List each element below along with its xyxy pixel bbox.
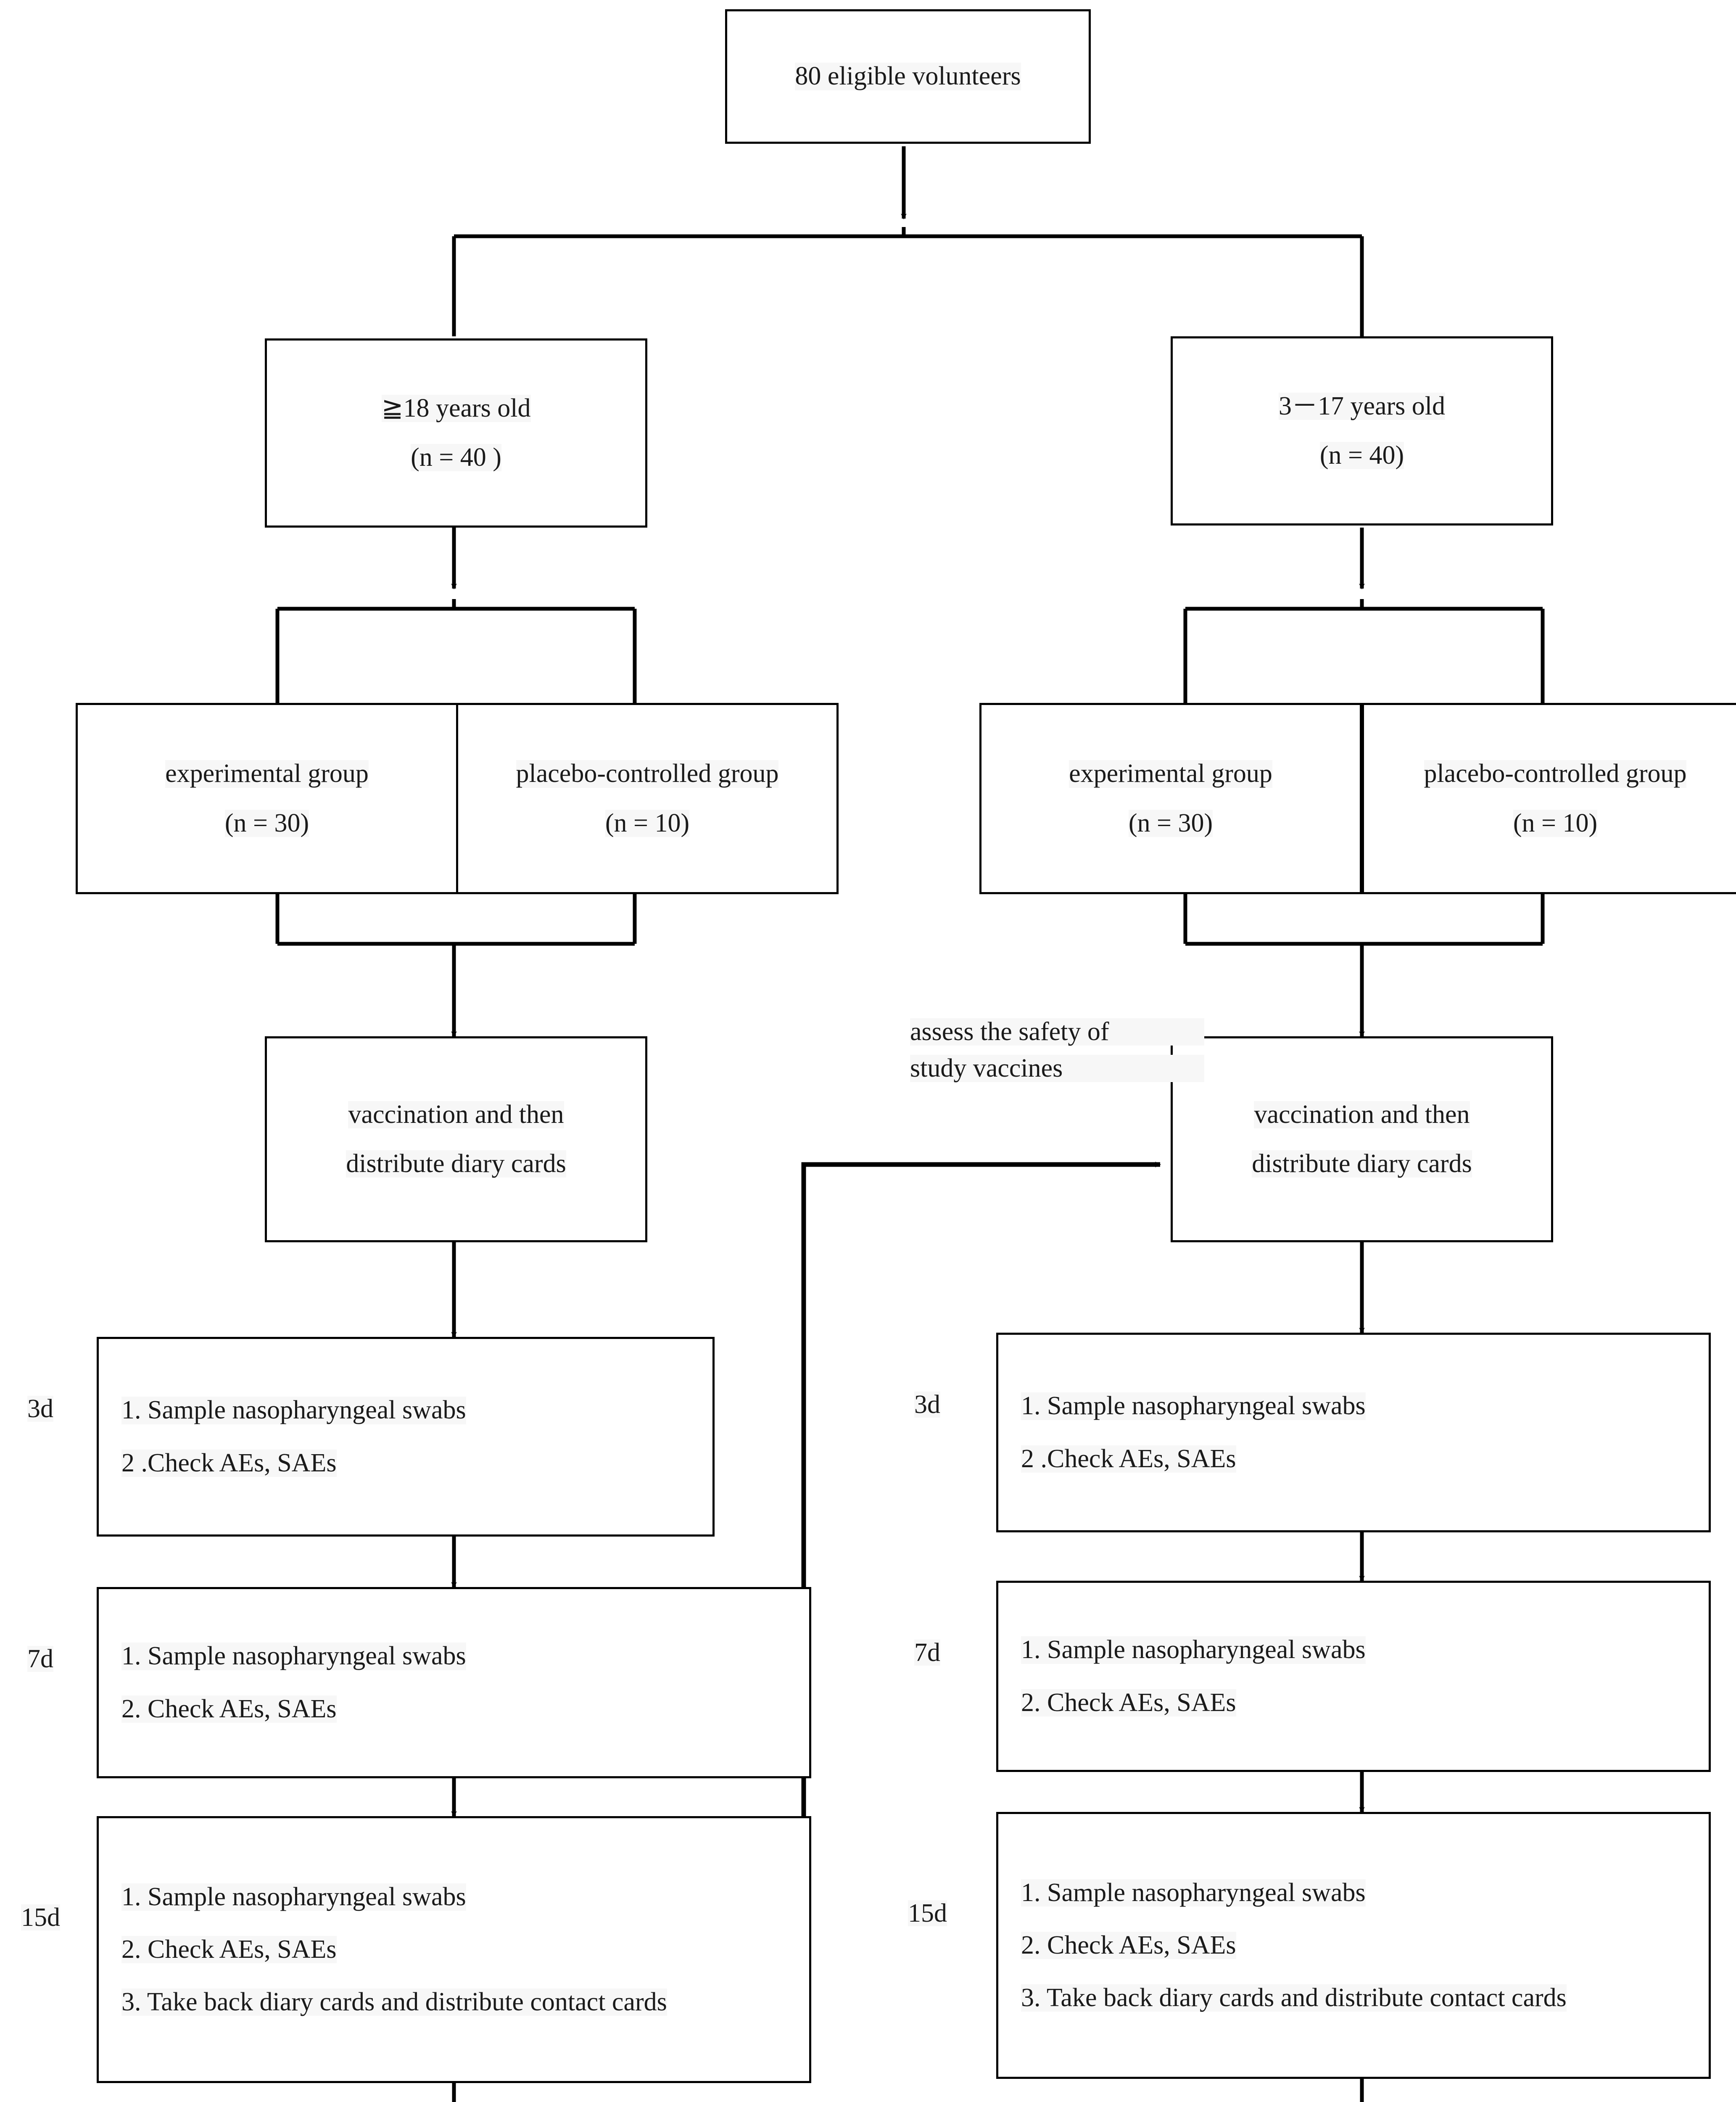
visit-item: 1. Sample nasopharyngeal swabs: [1021, 1635, 1366, 1664]
node-eligible-volunteers: 80 eligible volunteers: [725, 9, 1091, 144]
timeline-label-pediatric-7d: 7d: [914, 1638, 940, 1667]
node-text-line1: experimental group: [1069, 759, 1272, 788]
node-text-line1: 3－17 years old: [1278, 391, 1446, 420]
node-text-line1: experimental group: [165, 759, 369, 788]
connector-adult-group: [275, 528, 637, 2102]
visit-item: 2. Check AEs, SAEs: [1021, 1930, 1236, 1959]
node-arm-experimental-adult: experimental group (n = 30): [76, 703, 458, 894]
visit-item: 2. Check AEs, SAEs: [1021, 1688, 1236, 1717]
node-text-line2: distribute diary cards: [1252, 1149, 1472, 1178]
visit-item: 1. Sample nasopharyngeal swabs: [121, 1642, 466, 1671]
timeline-label-adult-3d: 3d: [27, 1394, 53, 1423]
visit-item: 3. Take back diary cards and distribute …: [1021, 1983, 1567, 2012]
visit-item: 2 .Check AEs, SAEs: [121, 1448, 337, 1477]
node-text-line2: (n = 40): [1319, 441, 1404, 470]
node-arm-placebo-pediatric: placebo-controlled group (n = 10): [1362, 703, 1736, 894]
visit-item: 1. Sample nasopharyngeal swabs: [1021, 1392, 1366, 1421]
merge-bus-pediatric: [1183, 893, 1545, 1036]
node-text-line2: (n = 40 ): [411, 443, 501, 472]
node-text-line1: ≧18 years old: [381, 393, 531, 423]
node-visit-pediatric-3d: 1. Sample nasopharyngeal swabs 2 .Check …: [996, 1333, 1711, 1532]
node-text-line1: vaccination and then: [1254, 1100, 1470, 1129]
visit-item: 1. Sample nasopharyngeal swabs: [121, 1396, 466, 1425]
connector-top-split: [452, 146, 1364, 336]
timeline-label-adult-15d: 15d: [21, 1903, 60, 1932]
node-vaccination-adult: vaccination and then distribute diary ca…: [265, 1036, 647, 1242]
timeline-label-pediatric-15d: 15d: [908, 1899, 947, 1928]
node-text: 80 eligible volunteers: [795, 62, 1021, 91]
connector-pediatric-group: [1183, 528, 1545, 2102]
merge-bus-adult: [275, 893, 637, 1036]
node-text-line2: (n = 10): [1513, 808, 1598, 837]
split-bus-top: [452, 227, 1362, 336]
node-text-line2: (n = 30): [224, 808, 309, 837]
node-age-group-adult: ≧18 years old (n = 40 ): [265, 338, 647, 528]
visit-item: 1. Sample nasopharyngeal swabs: [121, 1882, 466, 1911]
visit-item: 1. Sample nasopharyngeal swabs: [1021, 1878, 1366, 1907]
node-visit-adult-7d: 1. Sample nasopharyngeal swabs 2. Check …: [97, 1587, 811, 1778]
timeline-label-pediatric-3d: 3d: [914, 1390, 940, 1419]
node-text-line2: distribute diary cards: [346, 1149, 566, 1178]
crossover-note: assess the safety of study vaccines: [910, 1009, 1204, 1091]
node-text-line1: placebo-controlled group: [1424, 759, 1687, 788]
node-text-line2: (n = 10): [605, 808, 690, 837]
node-text-line2: (n = 30): [1128, 808, 1213, 837]
visit-item: 3. Take back diary cards and distribute …: [121, 1988, 667, 2017]
split-bus-pediatric: [1183, 599, 1545, 703]
crossover-note-line2: study vaccines: [910, 1054, 1204, 1083]
node-visit-adult-15d: 1. Sample nasopharyngeal swabs 2. Check …: [97, 1816, 811, 2083]
node-visit-adult-3d: 1. Sample nasopharyngeal swabs 2 .Check …: [97, 1337, 715, 1537]
visit-item: 2. Check AEs, SAEs: [121, 1694, 337, 1723]
node-visit-pediatric-15d: 1. Sample nasopharyngeal swabs 2. Check …: [996, 1812, 1711, 2079]
visit-item: 2. Check AEs, SAEs: [121, 1935, 337, 1964]
split-bus-adult: [275, 599, 637, 703]
visit-item: 2 .Check AEs, SAEs: [1021, 1444, 1236, 1473]
node-text-line1: vaccination and then: [348, 1100, 564, 1129]
node-visit-pediatric-7d: 1. Sample nasopharyngeal swabs 2. Check …: [996, 1581, 1711, 1772]
crossover-note-line1: assess the safety of: [910, 1018, 1204, 1046]
node-arm-experimental-pediatric: experimental group (n = 30): [979, 703, 1362, 894]
timeline-label-adult-7d: 7d: [27, 1645, 53, 1673]
node-age-group-pediatric: 3－17 years old (n = 40): [1171, 336, 1553, 526]
node-vaccination-pediatric: vaccination and then distribute diary ca…: [1171, 1036, 1553, 1242]
node-arm-placebo-adult: placebo-controlled group (n = 10): [456, 703, 839, 894]
node-text-line1: placebo-controlled group: [516, 759, 779, 788]
